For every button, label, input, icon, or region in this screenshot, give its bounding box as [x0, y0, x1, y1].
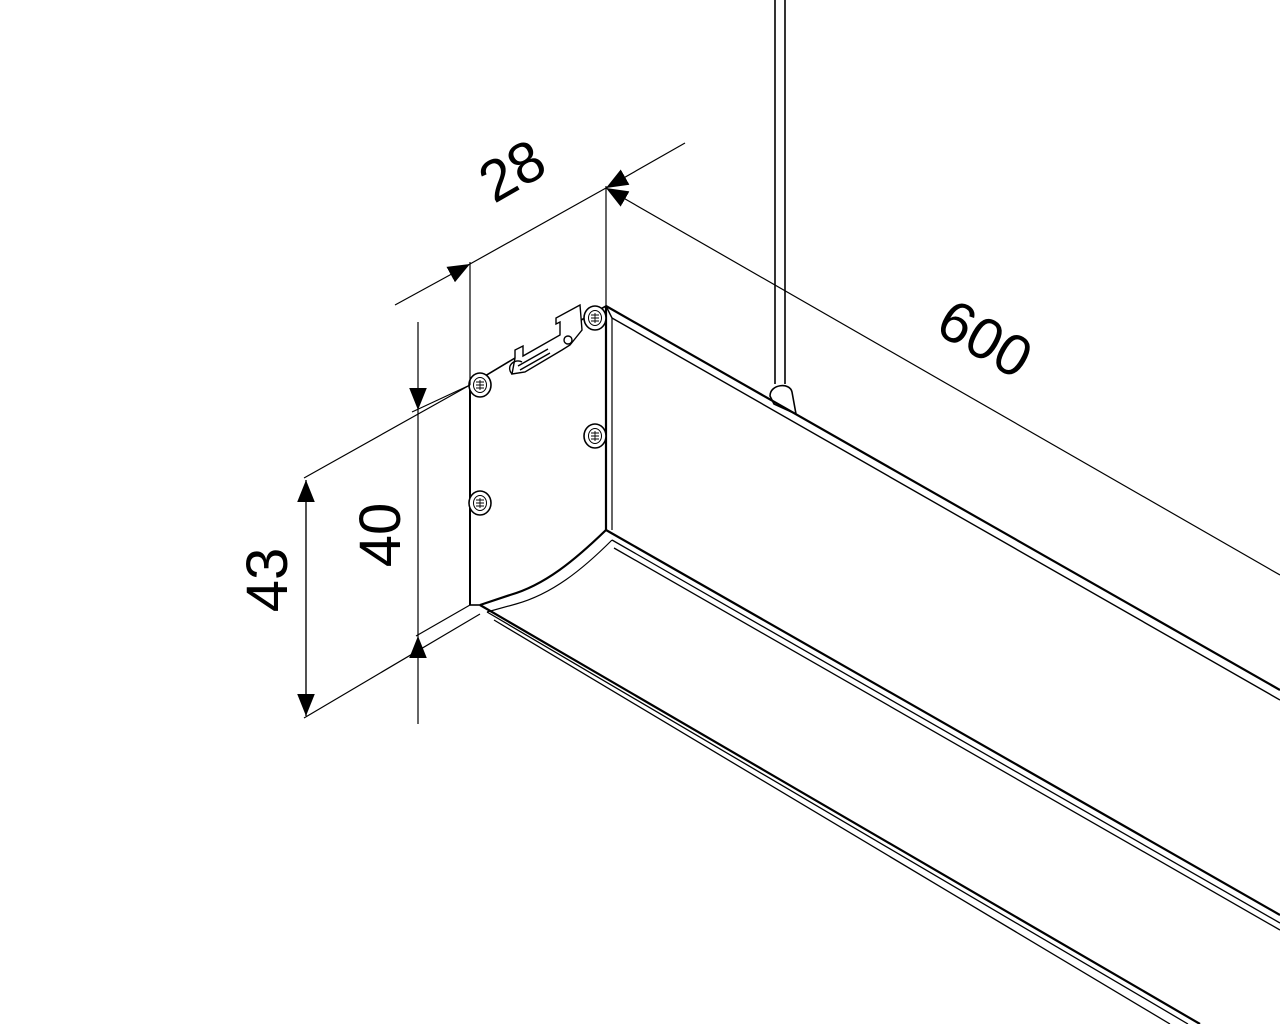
connector-clip	[508, 303, 583, 375]
dimension-width-label: 28	[468, 127, 556, 216]
dimension-length	[605, 187, 1280, 576]
dimension-body-height-label: 40	[348, 503, 413, 568]
dimension-body-height	[409, 322, 471, 724]
end-cap-screws	[468, 305, 607, 516]
profile-body	[469, 305, 1280, 1024]
dimension-total-height	[297, 384, 481, 719]
suspension-cable	[769, 0, 798, 416]
dimension-total-height-label: 43	[235, 548, 300, 613]
dimension-length-label: 600	[927, 287, 1043, 392]
